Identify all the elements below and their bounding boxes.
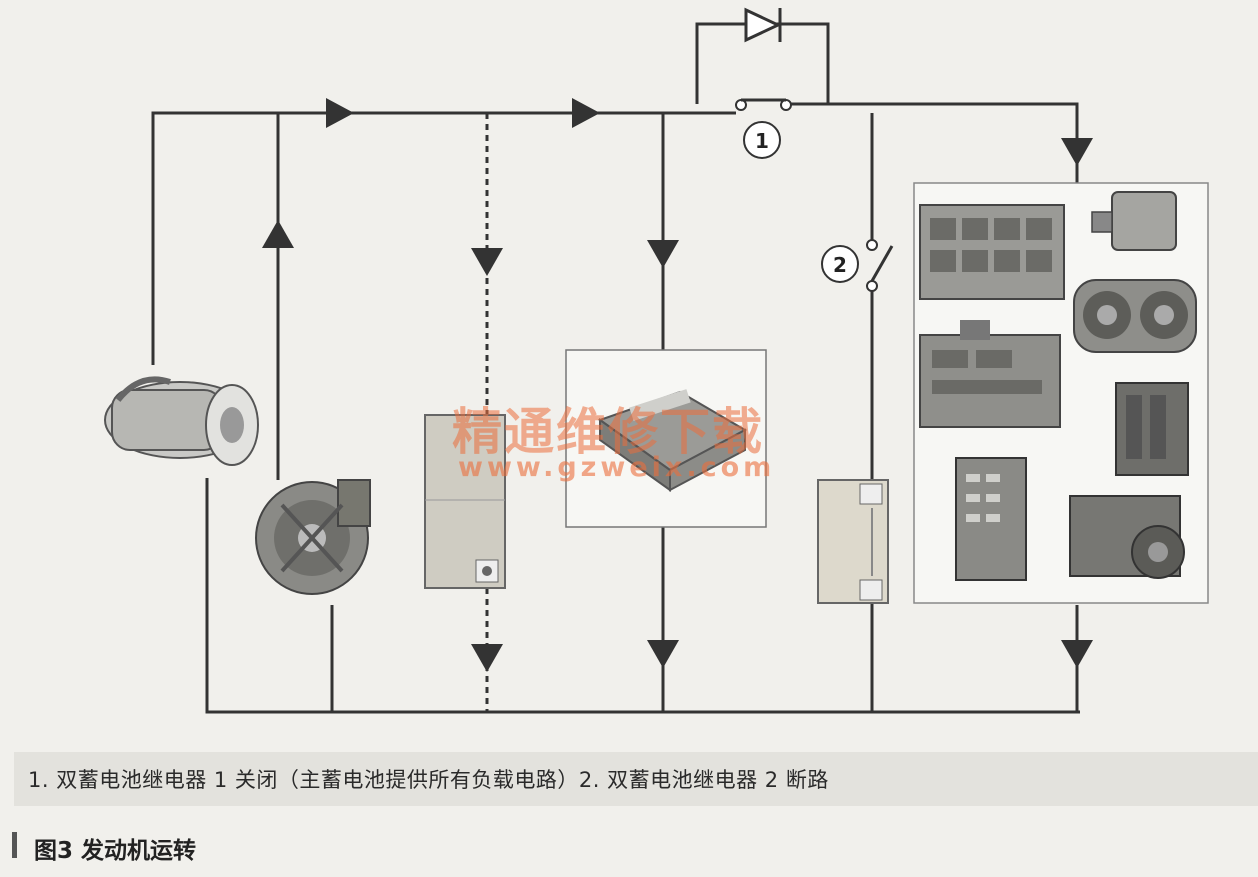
wire-left-outer	[151, 111, 736, 365]
abs-pump-module	[1069, 495, 1185, 579]
diode-symbol	[744, 7, 782, 43]
caption-band	[14, 752, 1258, 806]
relay1-label: 1	[755, 129, 769, 153]
relay1-switch	[735, 98, 792, 111]
relay2-switch	[866, 239, 894, 292]
loads-panel	[913, 182, 1209, 604]
arrow-down-loads-top	[1061, 138, 1093, 166]
arrow-down-loads-bottom	[1061, 640, 1093, 668]
wire-bottom	[205, 478, 1080, 714]
ecu-module-image	[565, 349, 767, 528]
arrow-down-ecu-bottom	[647, 640, 679, 668]
diode-bypass	[695, 22, 830, 104]
circuit-diagram: 1 2	[104, 7, 1209, 714]
relay2-label: 2	[833, 253, 847, 277]
caption-text: 1. 双蓄电池继电器 1 关闭（主蓄电池提供所有负载电路）2. 双蓄电池继电器 …	[28, 768, 829, 792]
arrow-right-2	[572, 98, 600, 128]
instrument-cluster-module	[1073, 279, 1197, 353]
body-control-module	[919, 320, 1061, 428]
relay2-label-circle	[821, 245, 859, 283]
main-battery-image	[817, 479, 889, 604]
relay1-label-circle	[743, 121, 781, 159]
arrow-down-ecu-top	[647, 240, 679, 268]
auxiliary-battery-image	[424, 414, 506, 589]
gateway-module	[955, 457, 1027, 581]
control-unit-module	[1115, 382, 1189, 476]
alternator-image	[255, 479, 371, 595]
watermark-text: 精通维修下载	[452, 403, 764, 461]
small-sensor-module	[1091, 191, 1177, 251]
arrow-up-alternator	[262, 220, 294, 248]
arrow-down-aux-top	[471, 248, 503, 276]
arrow-down-aux-bottom	[471, 644, 503, 672]
starter-motor-image	[104, 376, 259, 466]
figure-marker	[12, 832, 17, 858]
wire-top-right	[790, 102, 1079, 185]
watermark-url: www.gzweix.com	[458, 452, 776, 483]
fuse-box-module	[919, 204, 1065, 300]
arrow-right-1	[326, 98, 354, 128]
figure-label: 图3 发动机运转	[34, 838, 197, 864]
